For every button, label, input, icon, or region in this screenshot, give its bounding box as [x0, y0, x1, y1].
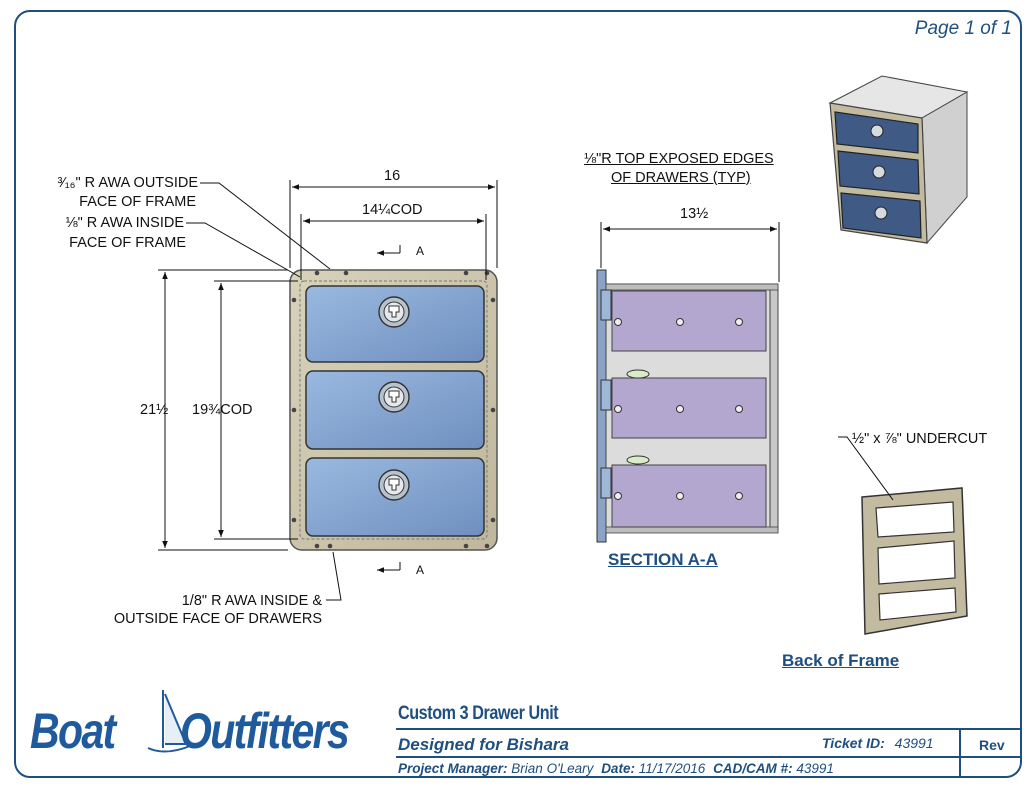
- drawer-2: [305, 370, 485, 450]
- note-drawers-line2: OUTSIDE FACE OF DRAWERS: [113, 611, 322, 627]
- project-manager-label: Project Manager:: [398, 761, 508, 776]
- cad-cam-label: CAD/CAM #:: [713, 761, 793, 776]
- drawer-1: [305, 285, 485, 363]
- note-frame-outside-line1: ³⁄₁₆" R AWA OUTSIDE: [57, 175, 199, 191]
- logo-text-boat: Boat: [30, 703, 116, 759]
- designed-for: Designed for Bishara: [398, 735, 569, 754]
- cad-cam-value: 43991: [796, 761, 834, 776]
- section-marker-top: A: [416, 244, 425, 258]
- dim-cod-width: 14¼COD: [362, 202, 423, 218]
- project-title: Custom 3 Drawer Unit: [398, 703, 559, 724]
- drawer-3: [305, 457, 485, 537]
- drawing-sheet-border: [14, 10, 1022, 778]
- section-marker-bottom: A: [416, 563, 425, 577]
- dim-overall-height: 21½: [140, 402, 169, 418]
- front-view: [289, 269, 498, 551]
- logo-text-outfitters: Outfitters: [180, 703, 350, 759]
- front-dimensions: [158, 180, 498, 601]
- title-block-info-row: Project Manager: Brian O'Leary Date: 11/…: [398, 761, 834, 776]
- rev-label: Rev: [979, 737, 1005, 753]
- dim-section-depth: 13½: [680, 206, 709, 222]
- logo-sailboat-icon: [147, 690, 191, 753]
- dim-overall-width: 16: [384, 168, 401, 184]
- back-of-frame-label: Back of Frame: [782, 651, 900, 670]
- back-of-frame-view: [838, 436, 968, 635]
- date-value: 11/17/2016: [638, 761, 706, 776]
- note-undercut: ½" x ⅞" UNDERCUT: [852, 431, 988, 447]
- ticket-id-value: 43991: [894, 735, 934, 751]
- note-drawers-line1: 1/8" R AWA INSIDE &: [181, 593, 322, 609]
- section-view: [596, 269, 779, 543]
- title-block-grid: [396, 728, 1020, 776]
- isometric-view: [828, 75, 969, 245]
- dim-cod-height: 19¾COD: [192, 402, 253, 418]
- note-top-edges-line1: ⅛"R TOP EXPOSED EDGES: [584, 151, 774, 167]
- note-frame-outside-line2: FACE OF FRAME: [79, 194, 196, 210]
- page-label: Page 1 of 1: [914, 18, 1012, 39]
- project-manager-value: Brian O'Leary: [511, 761, 594, 776]
- section-dimensions: [600, 222, 780, 282]
- note-top-edges-line2: OF DRAWERS (TYP): [611, 170, 751, 186]
- note-frame-inside-line1: ⅛" R AWA INSIDE: [65, 215, 185, 231]
- ticket-id-field: Ticket ID: 43991: [822, 735, 934, 751]
- date-label: Date:: [601, 761, 635, 776]
- section-label: SECTION A-A: [608, 550, 718, 569]
- ticket-id-label: Ticket ID:: [822, 735, 885, 751]
- note-frame-inside-line2: FACE OF FRAME: [69, 235, 186, 251]
